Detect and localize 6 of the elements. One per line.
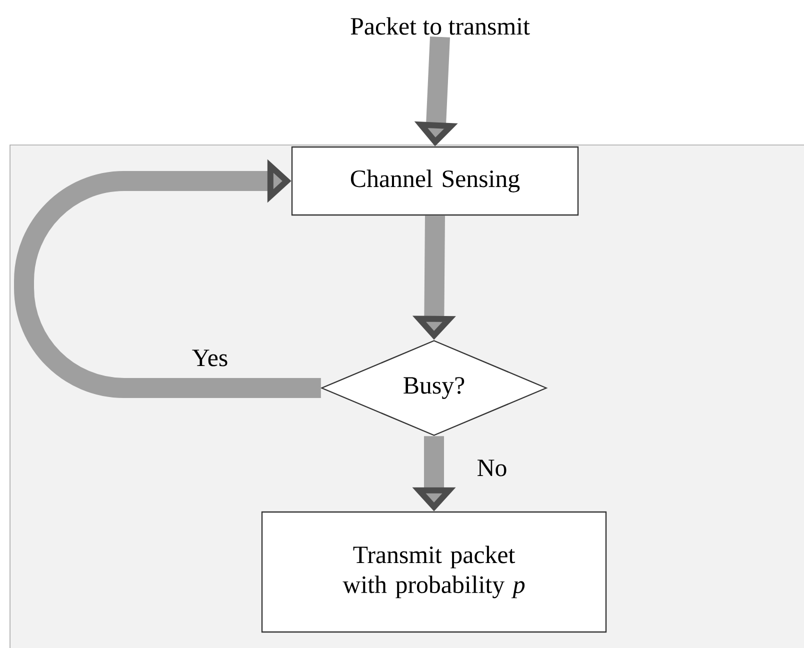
process-box: Channel Sensing [291,146,579,216]
edge-label: Yes [190,348,230,368]
block-arrow [14,159,321,398]
process-box: Transmit packet with probability p [261,511,607,633]
edge-label: No [474,458,510,478]
heading-text: Packet to transmit [350,17,530,35]
